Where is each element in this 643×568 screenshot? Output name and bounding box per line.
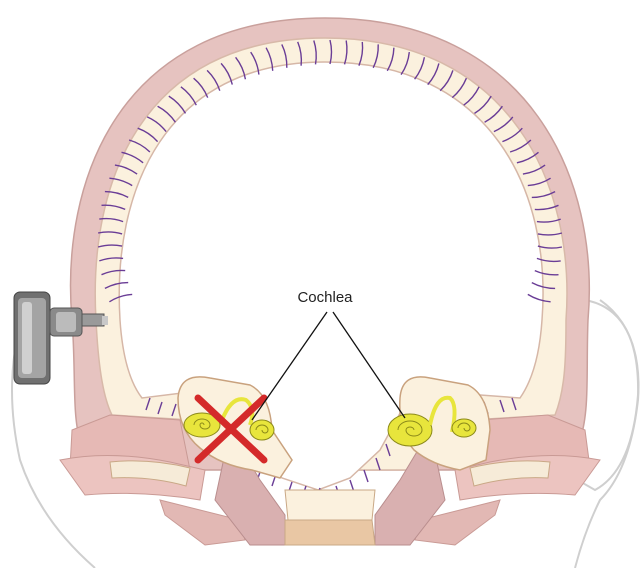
nerve-tick	[364, 470, 368, 482]
central-base	[285, 490, 375, 545]
cochlea-label: Cochlea	[297, 289, 353, 306]
